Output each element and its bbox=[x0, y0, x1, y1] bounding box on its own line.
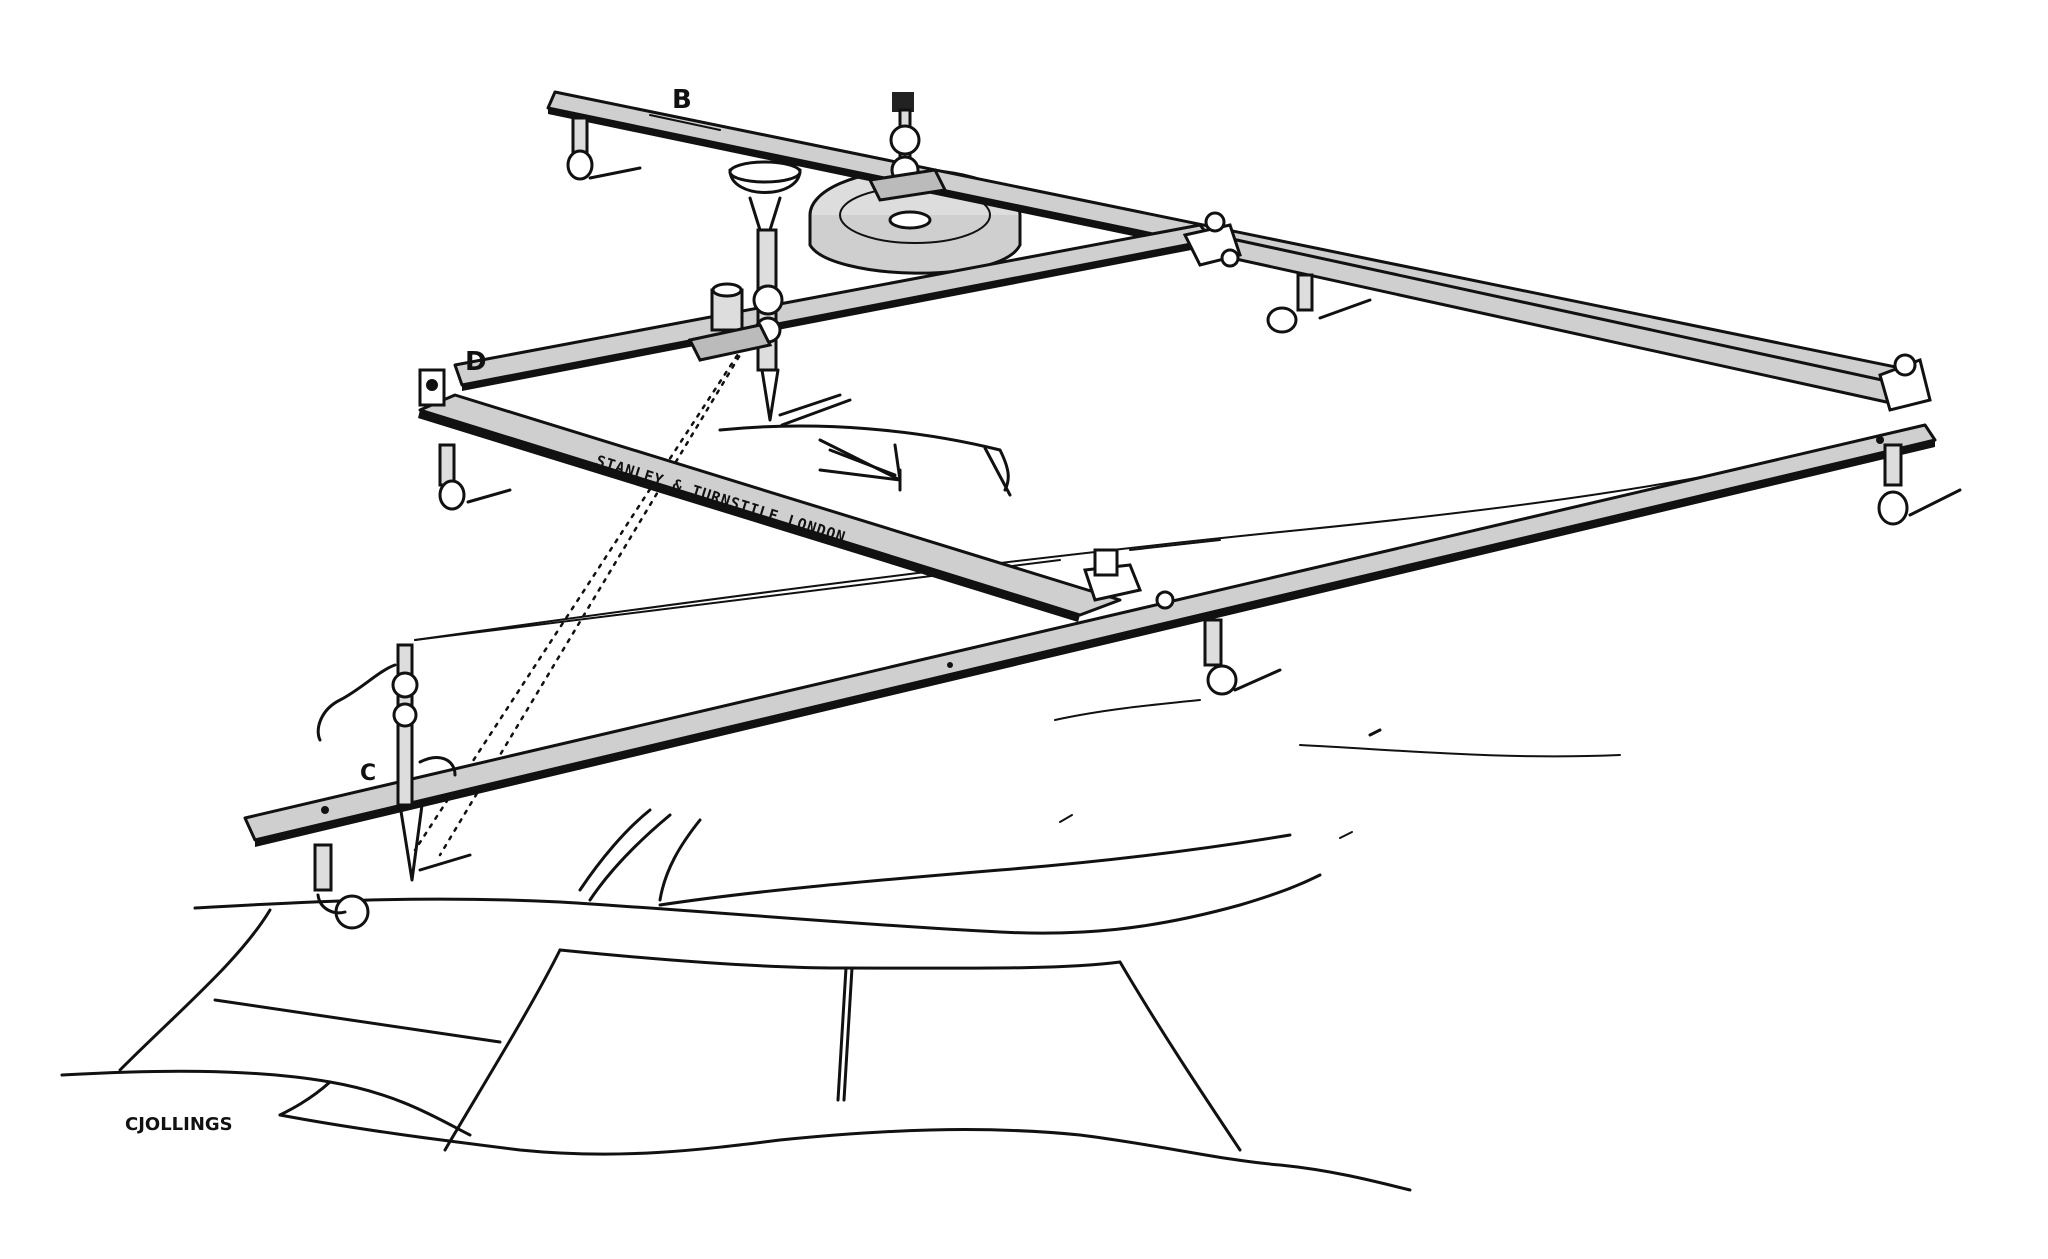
caster-left-d bbox=[438, 443, 512, 511]
hinge-d bbox=[418, 368, 446, 407]
caster-right bbox=[1877, 443, 1962, 526]
artist-signature: CJOLLINGS bbox=[125, 1114, 233, 1135]
label-c: C bbox=[360, 761, 376, 786]
label-d: D bbox=[465, 347, 487, 377]
central-hinge bbox=[1182, 211, 1242, 268]
bar-d: STANLEY & TURNSTILE LONDON bbox=[418, 393, 1122, 622]
right-hinge bbox=[1878, 353, 1932, 412]
middle-clamp bbox=[687, 282, 773, 362]
label-b: B bbox=[672, 85, 692, 115]
bottom-hinge bbox=[1082, 548, 1175, 610]
caster-wheels bbox=[313, 116, 1962, 930]
caster-c bbox=[313, 843, 370, 930]
bar-right bbox=[1193, 230, 1907, 407]
map-drawing bbox=[60, 424, 1621, 1192]
top-clamp bbox=[867, 92, 948, 230]
caster-mid-right bbox=[1266, 273, 1372, 334]
tracer-c bbox=[391, 643, 472, 882]
projection-lines bbox=[413, 303, 772, 857]
caster-bottom-mid bbox=[1203, 618, 1282, 696]
caster-top-left bbox=[566, 116, 642, 181]
bar-c bbox=[243, 423, 1937, 847]
maker-engraving: STANLEY & TURNSTILE LONDON bbox=[594, 452, 848, 547]
